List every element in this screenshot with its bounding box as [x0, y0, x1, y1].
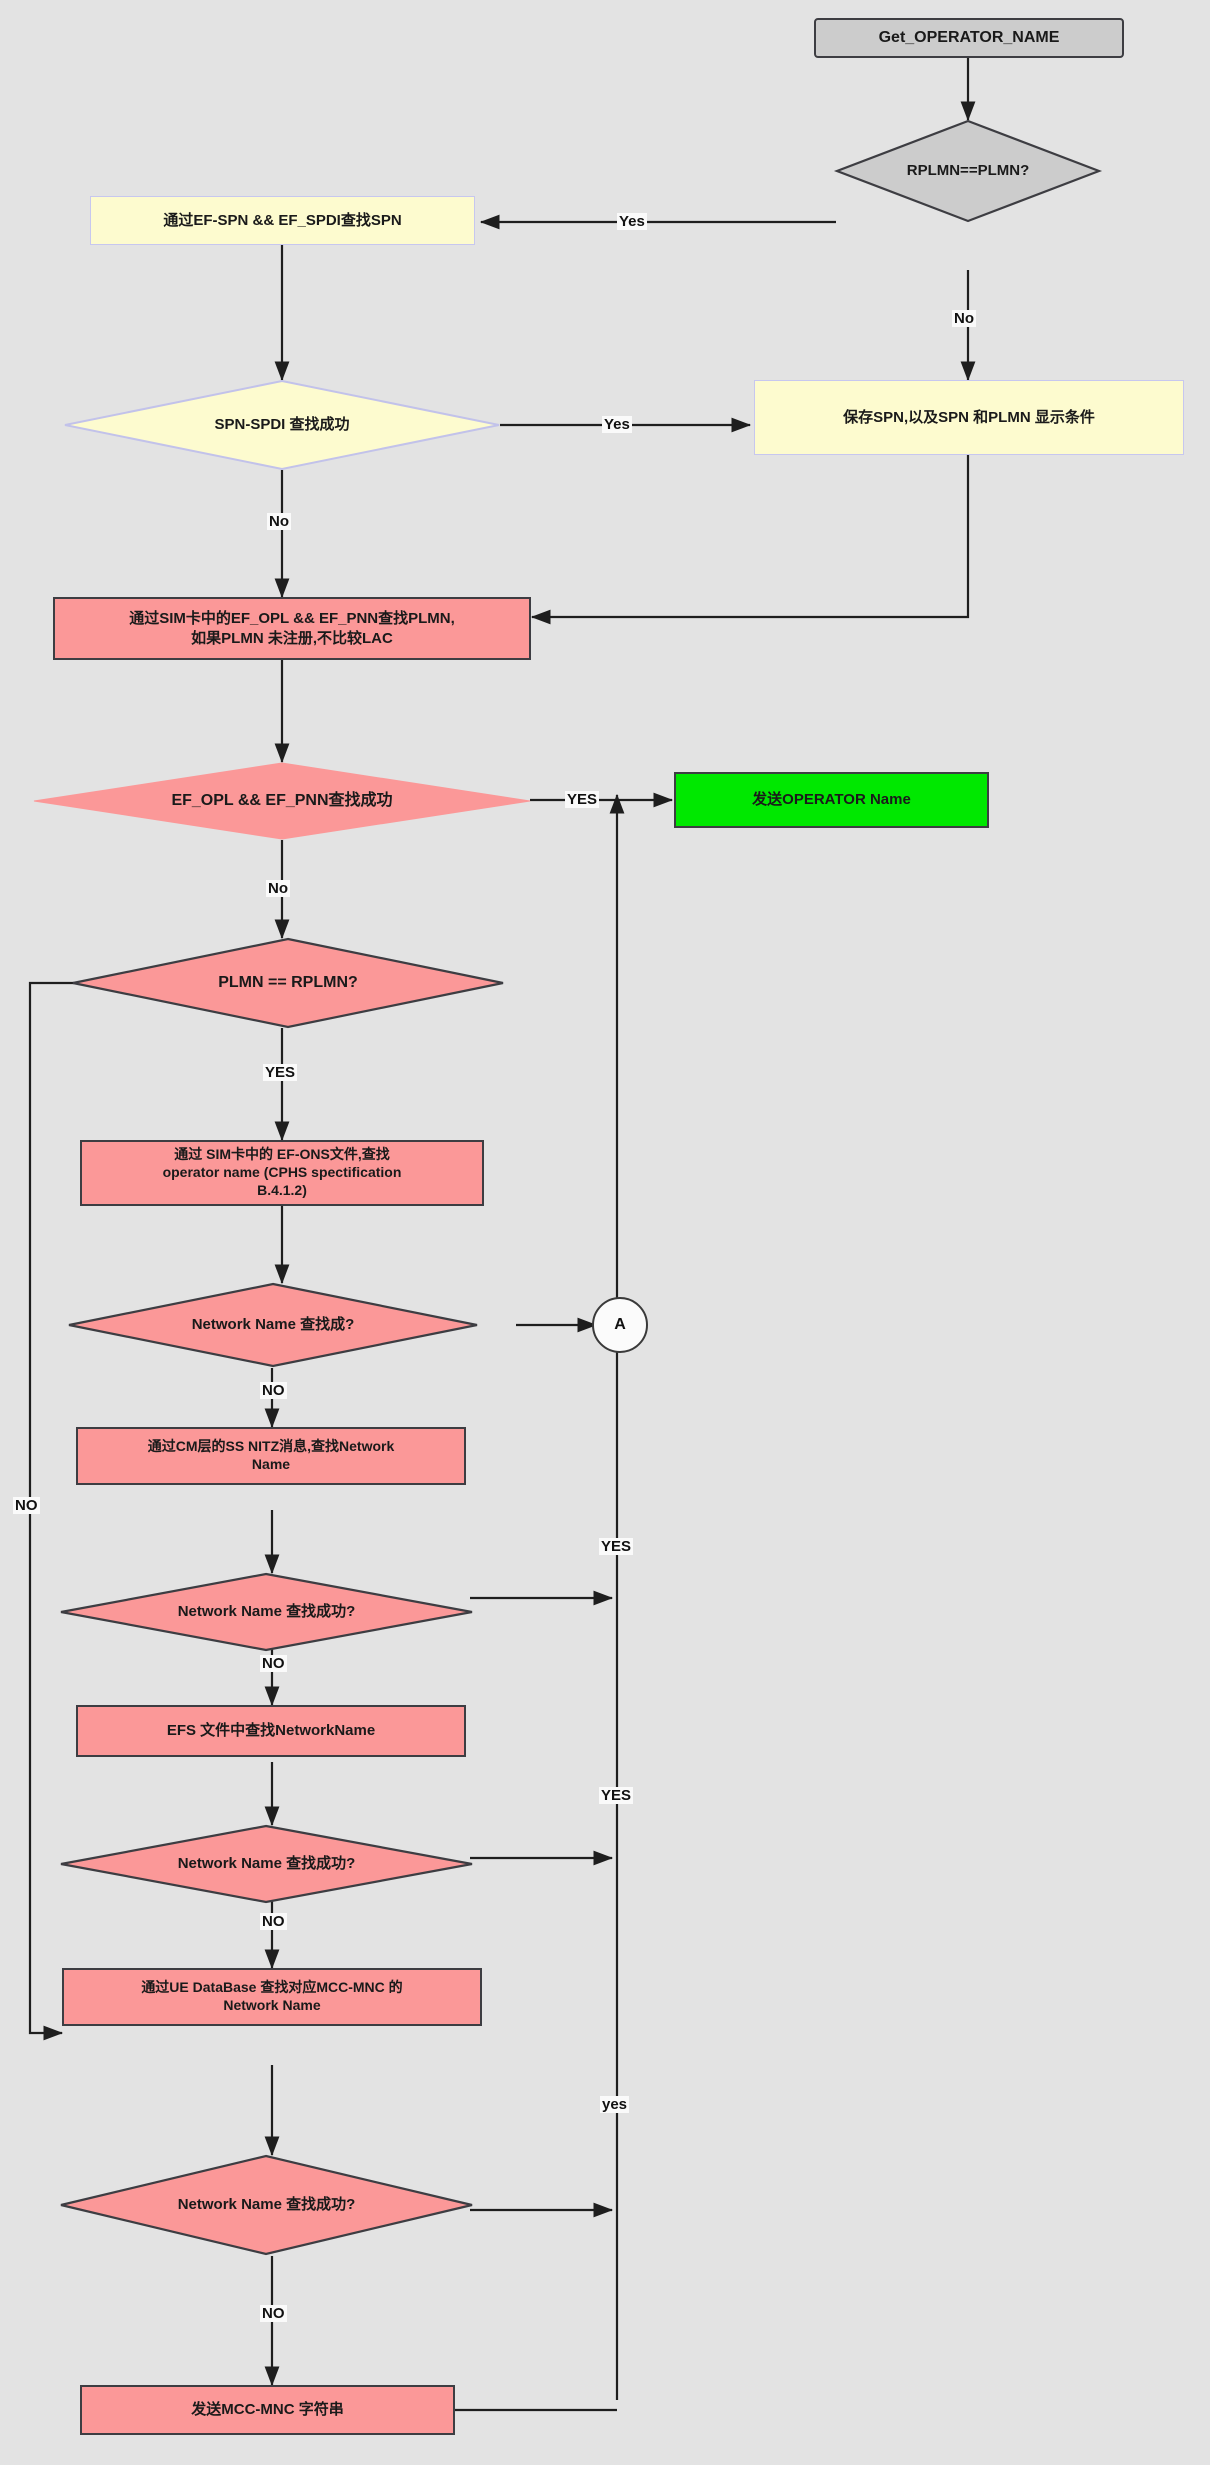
edge-label-no-nn4: NO	[260, 2305, 287, 2323]
node-opl-pnn-lookup-label: 通过SIM卡中的EF_OPL && EF_PNN查找PLMN, 如果PLMN 未…	[129, 610, 455, 647]
node-ef-ons-lookup[interactable]: 通过 SIM卡中的 EF-ONS文件,查找 operator name (CPH…	[80, 1140, 484, 1206]
edge-label-yes-plmn-rplmn: YES	[263, 1064, 298, 1082]
node-spn-lookup[interactable]: 通过EF-SPN && EF_SPDI查找SPN	[90, 196, 475, 245]
node-decision-network-name-ok-1[interactable]: Network Name 查找成?	[68, 1282, 478, 1368]
node-start[interactable]: Get_OPERATOR_NAME	[814, 18, 1124, 58]
edge-label-no-nn2: NO	[260, 1655, 287, 1673]
edge-label-yes-nn3: YES	[599, 1787, 634, 1805]
edge-label-no-plmn-rplmn: NO	[13, 1497, 40, 1515]
node-save-spn-label: 保存SPN,以及SPN 和PLMN 显示条件	[843, 408, 1095, 426]
edge-label-no-nn3: NO	[260, 1913, 287, 1931]
node-opl-pnn-lookup[interactable]: 通过SIM卡中的EF_OPL && EF_PNN查找PLMN, 如果PLMN 未…	[53, 597, 531, 660]
node-decision-spn-spdi-ok[interactable]: SPN-SPDI 查找成功	[64, 379, 500, 471]
node-decision-network-name-ok-4-label: Network Name 查找成功?	[177, 2195, 356, 2213]
node-send-operator-name-label: 发送OPERATOR Name	[752, 791, 911, 809]
node-decision-network-name-ok-4[interactable]: Network Name 查找成功?	[60, 2154, 473, 2256]
edge-label-no-rplmn: No	[952, 310, 976, 328]
node-decision-plmn-eq-rplmn[interactable]: PLMN == RPLMN?	[72, 937, 504, 1029]
node-efs-lookup[interactable]: EFS 文件中查找NetworkName	[76, 1705, 466, 1757]
node-send-mcc-mnc[interactable]: 发送MCC-MNC 字符串	[80, 2385, 455, 2435]
node-decision-network-name-ok-2[interactable]: Network Name 查找成功?	[60, 1572, 473, 1652]
edge-label-no-opl-pnn: No	[266, 880, 290, 898]
node-decision-network-name-ok-2-label: Network Name 查找成功?	[177, 1602, 356, 1620]
edge-label-yes-rplmn: Yes	[617, 213, 647, 231]
node-decision-network-name-ok-1-label: Network Name 查找成?	[191, 1315, 355, 1333]
node-decision-rplmn-eq-plmn-label: RPLMN==PLMN?	[906, 161, 1030, 179]
connector-a[interactable]: A	[592, 1297, 648, 1353]
edge-label-yes-nn4: yes	[600, 2096, 630, 2114]
node-decision-network-name-ok-3-label: Network Name 查找成功?	[177, 1854, 356, 1872]
edge-label-no-nn1: NO	[260, 1382, 287, 1400]
node-ef-ons-lookup-label: 通过 SIM卡中的 EF-ONS文件,查找 operator name (CPH…	[162, 1146, 402, 1198]
node-cm-nitz-lookup-label: 通过CM层的SS NITZ消息,查找Network Name	[147, 1438, 395, 1472]
edge-label-no-spn-spdi: No	[267, 513, 291, 531]
node-ue-database-lookup[interactable]: 通过UE DataBase 查找对应MCC-MNC 的 Network Name	[62, 1968, 482, 2026]
node-decision-plmn-eq-rplmn-label: PLMN == RPLMN?	[218, 974, 358, 991]
node-spn-lookup-label: 通过EF-SPN && EF_SPDI查找SPN	[163, 211, 402, 229]
node-save-spn[interactable]: 保存SPN,以及SPN 和PLMN 显示条件	[754, 380, 1184, 455]
node-send-operator-name[interactable]: 发送OPERATOR Name	[674, 772, 989, 828]
edge-label-yes-nn2: YES	[599, 1538, 634, 1556]
edge-label-yes-spn-spdi: Yes	[602, 416, 632, 434]
node-decision-network-name-ok-3[interactable]: Network Name 查找成功?	[60, 1824, 473, 1904]
node-send-mcc-mnc-label: 发送MCC-MNC 字符串	[191, 2401, 344, 2419]
connector-a-label: A	[614, 1316, 626, 1333]
node-ue-database-lookup-label: 通过UE DataBase 查找对应MCC-MNC 的 Network Name	[141, 1979, 403, 2013]
node-decision-spn-spdi-ok-label: SPN-SPDI 查找成功	[214, 415, 350, 433]
node-decision-opl-pnn-ok[interactable]: EF_OPL && EF_PNN查找成功	[33, 762, 531, 840]
node-start-label: Get_OPERATOR_NAME	[878, 28, 1060, 46]
node-cm-nitz-lookup[interactable]: 通过CM层的SS NITZ消息,查找Network Name	[76, 1427, 466, 1485]
node-decision-opl-pnn-ok-label: EF_OPL && EF_PNN查找成功	[171, 792, 393, 809]
node-decision-rplmn-eq-plmn[interactable]: RPLMN==PLMN?	[833, 119, 1103, 223]
node-efs-lookup-label: EFS 文件中查找NetworkName	[166, 1722, 376, 1740]
edge-label-yes-opl-pnn: YES	[565, 791, 600, 809]
